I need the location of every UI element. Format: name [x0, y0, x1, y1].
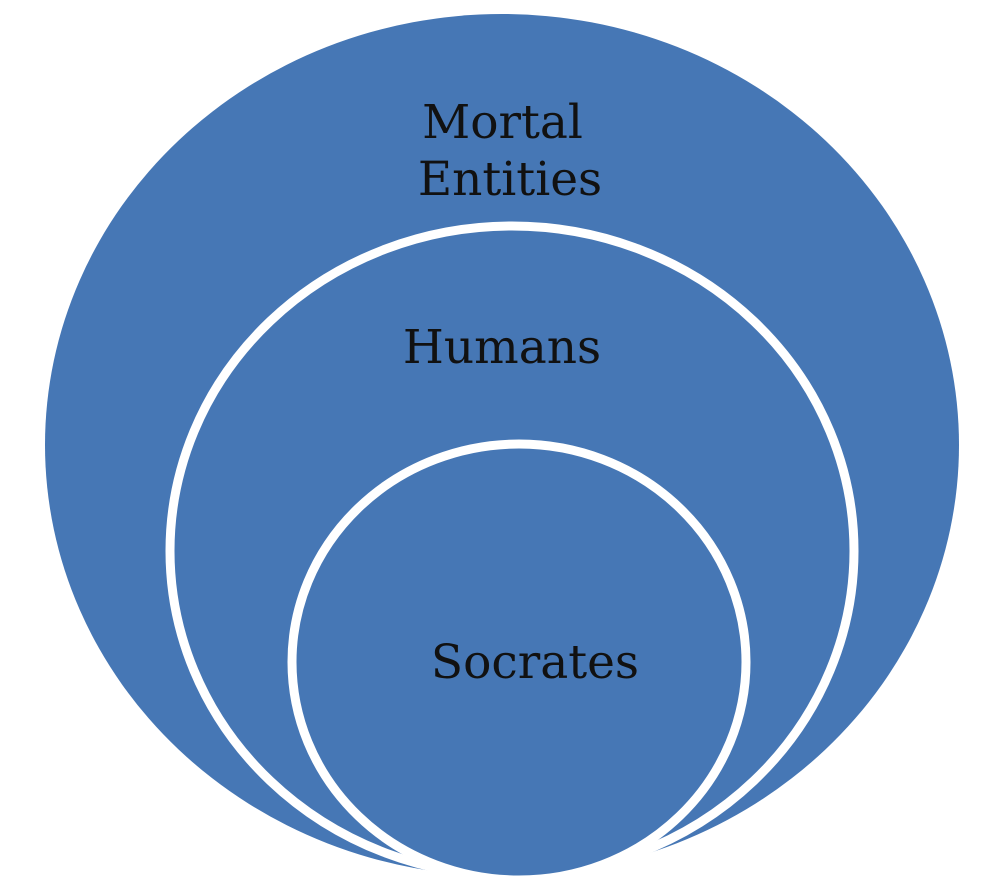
label-humans-line-1: Humans	[403, 320, 601, 375]
label-socrates: Socrates	[431, 635, 639, 690]
label-mortal-entities: Mortal Entities	[418, 95, 602, 207]
label-socrates-line-1: Socrates	[431, 635, 639, 690]
circle-group-socrates: Socrates	[287, 439, 751, 885]
label-humans: Humans	[403, 320, 601, 375]
label-mortal-entities-line-2: Entities	[418, 152, 602, 207]
label-mortal-entities-line-1: Mortal	[422, 95, 583, 150]
circle-socrates	[287, 439, 751, 885]
